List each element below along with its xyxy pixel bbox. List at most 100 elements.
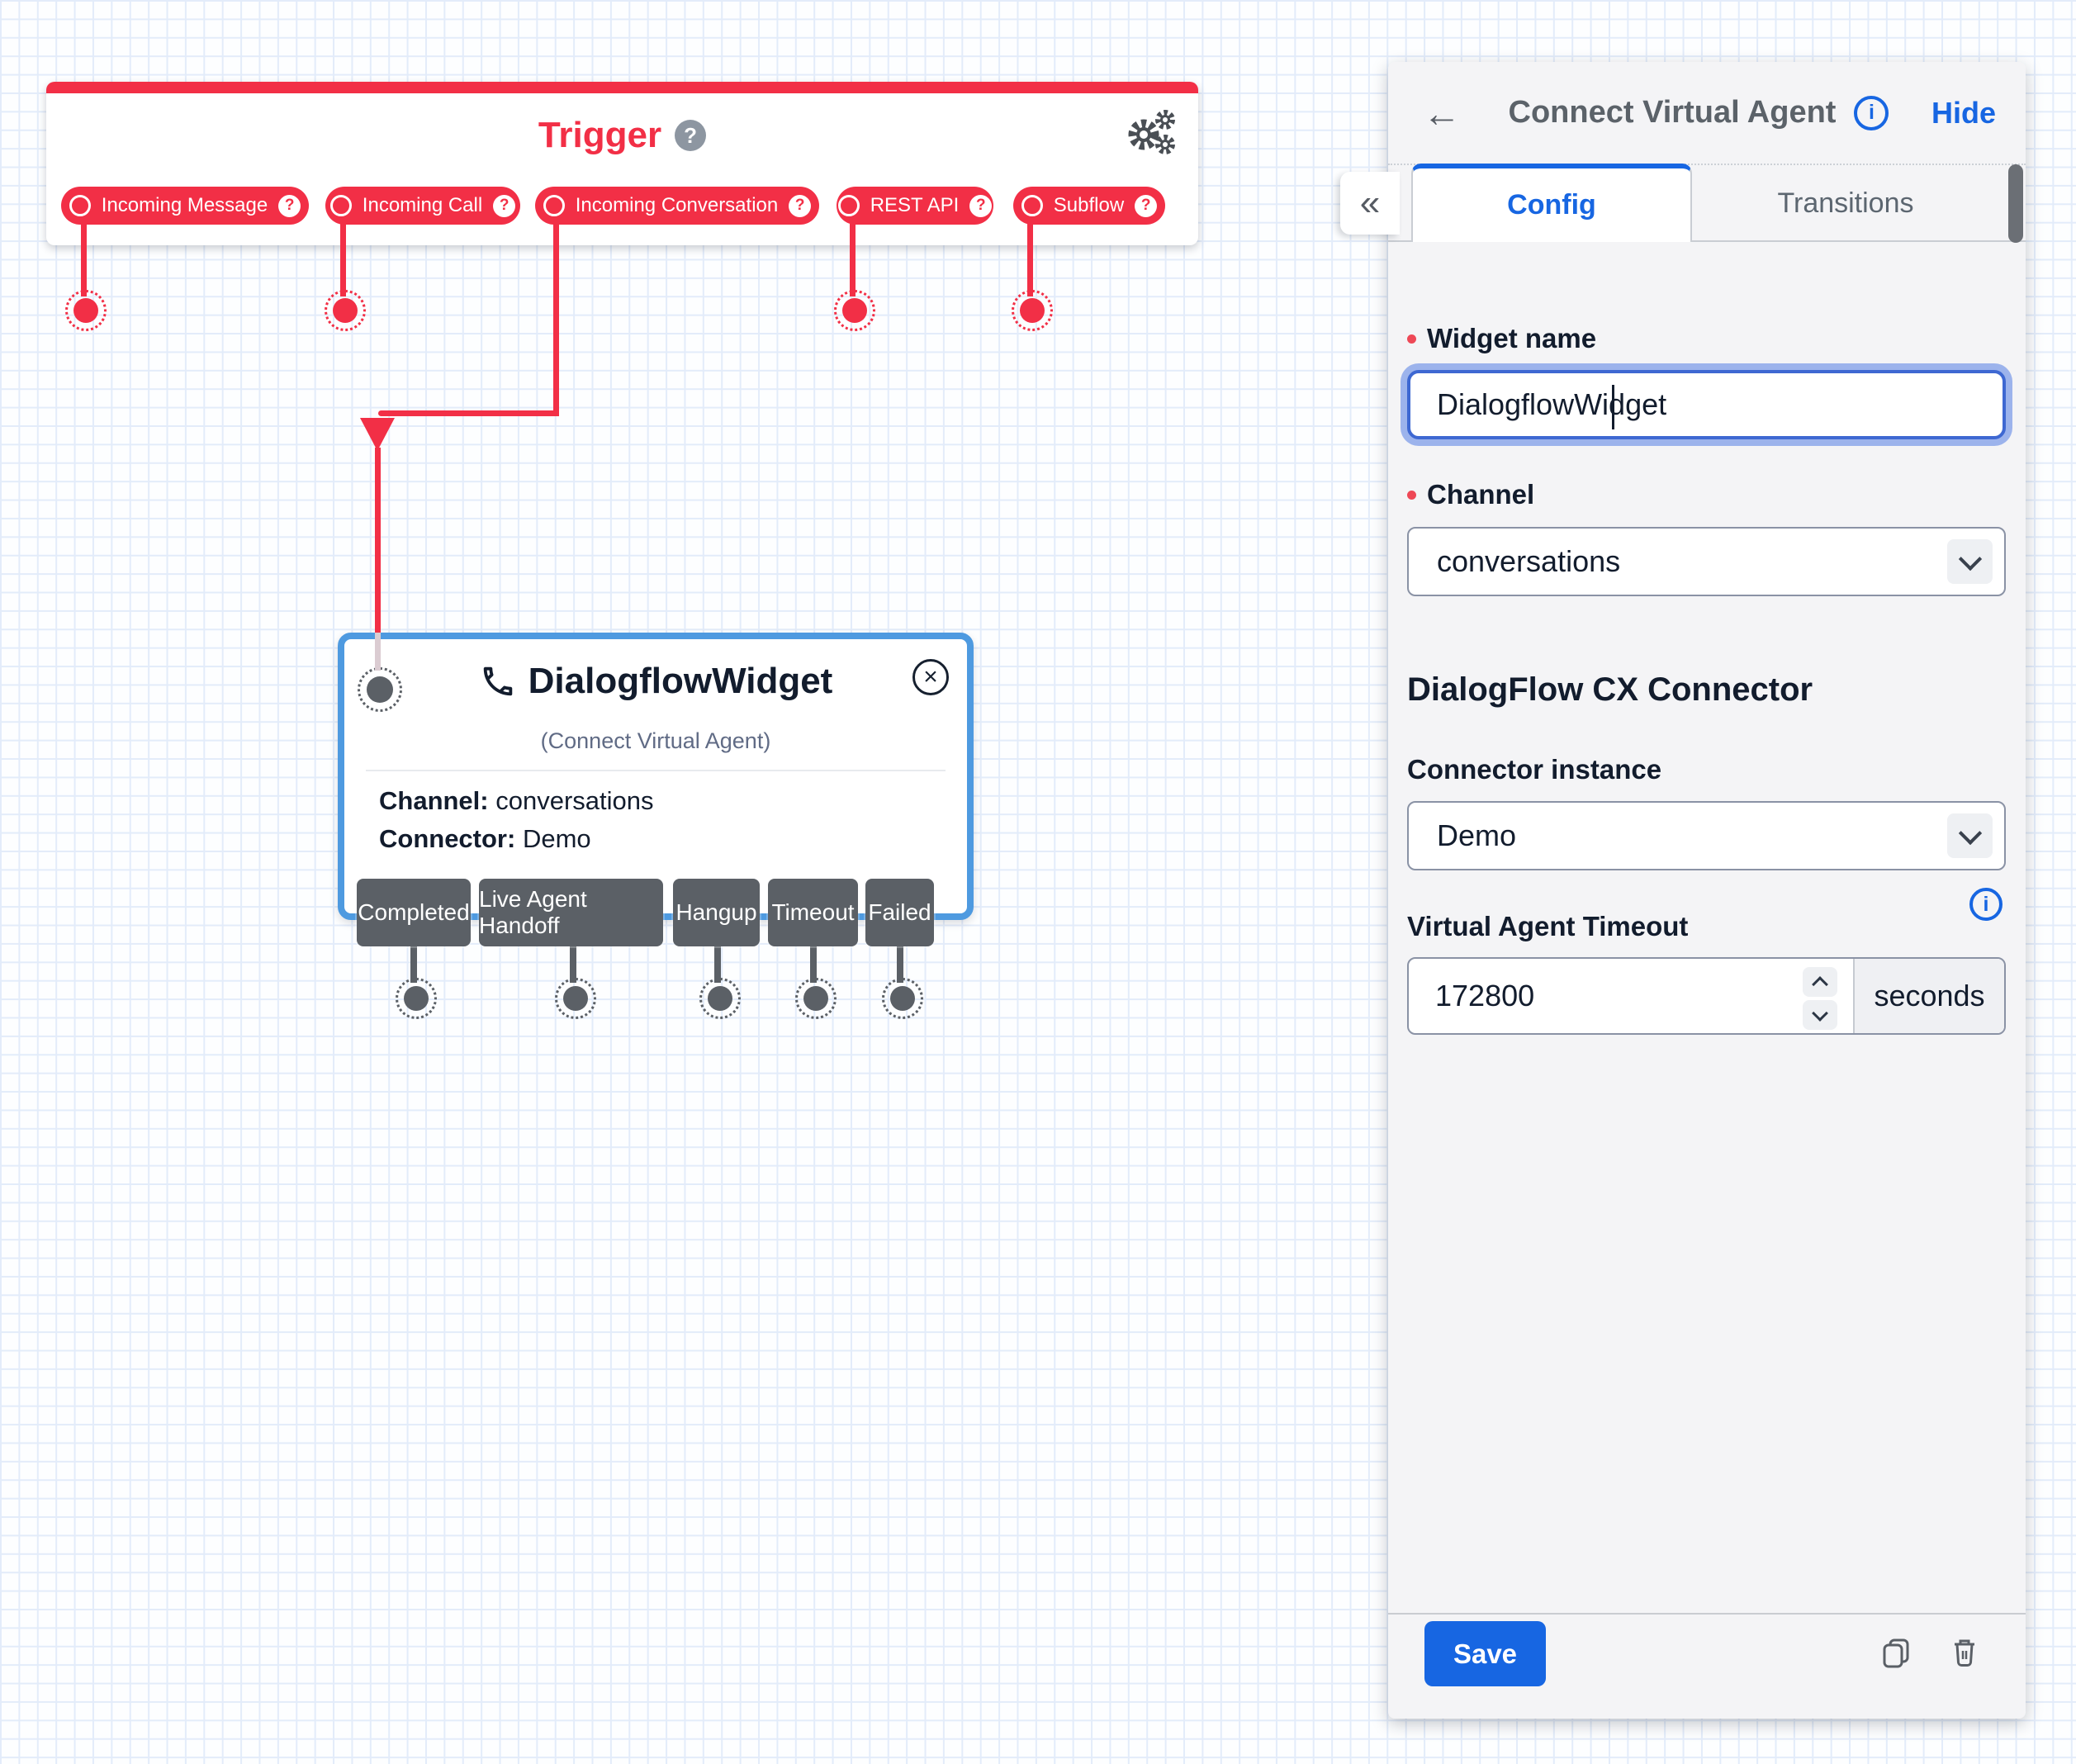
node-channel-line: Channel: conversations — [379, 786, 654, 816]
node-connector-label: Connector: — [379, 824, 516, 853]
timeout-label: Virtual Agent Timeout — [1407, 911, 1689, 941]
port-dot — [708, 986, 732, 1011]
port-dot — [404, 986, 429, 1011]
connector-stem — [714, 946, 721, 983]
trigger-pill-rest-api[interactable]: REST API ? — [837, 187, 993, 225]
output-port-timeout[interactable] — [795, 978, 837, 1019]
port-dot — [803, 986, 828, 1011]
trigger-widget[interactable]: Trigger ? Incoming Message ? Inc — [46, 82, 1198, 245]
channel-value: conversations — [1437, 544, 1621, 578]
duplicate-icon[interactable] — [1879, 1634, 1915, 1671]
node-close-icon[interactable]: × — [912, 659, 949, 695]
transition-tab-live-agent-handoff[interactable]: Live Agent Handoff — [479, 879, 663, 946]
node-title: DialogflowWidget — [528, 661, 833, 701]
trigger-pill-incoming-call[interactable]: Incoming Call ? — [325, 187, 520, 225]
connector-stem — [410, 946, 417, 983]
stepper-down-button[interactable] — [1803, 1000, 1837, 1030]
panel-title: Connect Virtual Agent — [1508, 95, 1837, 130]
connection-line-segment — [375, 448, 381, 633]
connection-line-segment — [378, 410, 559, 416]
output-port-live-agent-handoff[interactable] — [555, 978, 596, 1019]
trigger-help-icon[interactable]: ? — [675, 120, 707, 151]
radio-ring-icon — [1021, 195, 1043, 216]
port-dot — [1020, 298, 1045, 323]
connection-arrowhead-icon — [360, 418, 395, 451]
pill-label: REST API — [870, 194, 960, 216]
node-connector-value: Demo — [522, 824, 591, 853]
connector-instance-label: Connector instance — [1407, 754, 1662, 785]
timeout-input[interactable]: 172800 seconds — [1407, 957, 2006, 1035]
save-button[interactable]: Save — [1424, 1621, 1546, 1686]
output-port-incoming-message[interactable] — [65, 290, 107, 331]
delete-icon[interactable] — [1946, 1634, 1983, 1671]
chevron-down-icon[interactable] — [1947, 539, 1993, 584]
widget-name-input[interactable]: DialogflowWidget — [1407, 370, 2006, 439]
connection-line-segment — [553, 224, 559, 416]
output-port-rest-api[interactable] — [834, 290, 875, 331]
chevron-down-icon[interactable] — [1947, 813, 1993, 858]
hide-link[interactable]: Hide — [1931, 95, 1996, 130]
connector-stem — [81, 224, 87, 296]
port-dot — [890, 986, 915, 1011]
pill-help-icon[interactable]: ? — [1135, 194, 1158, 217]
collapse-panel-button[interactable]: « — [1340, 172, 1400, 235]
transition-tab-hangup[interactable]: Hangup — [673, 879, 760, 946]
transition-tab-timeout[interactable]: Timeout — [768, 879, 858, 946]
port-dot — [563, 986, 588, 1011]
panel-title-row: Connect Virtual Agent i — [1487, 62, 1910, 164]
node-divider — [366, 770, 946, 771]
panel-tab-row: Config Transitions — [1388, 164, 2026, 242]
info-icon[interactable]: i — [1854, 95, 1889, 130]
widget-name-value: DialogflowWidget — [1437, 387, 1667, 421]
connector-stem — [850, 224, 856, 296]
tab-config[interactable]: Config — [1411, 164, 1692, 242]
connector-instance-value: Demo — [1437, 818, 1517, 852]
node-title-row: DialogflowWidget — [344, 661, 967, 702]
connector-stem — [1027, 224, 1033, 296]
trigger-title-row: Trigger ? — [46, 115, 1198, 156]
tab-transitions[interactable]: Transitions — [1777, 187, 1914, 219]
connector-instance-select[interactable]: Demo — [1407, 801, 2006, 870]
port-dot — [367, 676, 393, 703]
connector-stem — [897, 946, 903, 983]
output-port-subflow[interactable] — [1012, 290, 1053, 331]
connector-stem — [340, 224, 346, 296]
output-port-completed[interactable] — [396, 978, 437, 1019]
pill-label: Subflow — [1053, 194, 1125, 216]
channel-select[interactable]: conversations — [1407, 527, 2006, 596]
stepper-up-button[interactable] — [1803, 967, 1837, 997]
radio-ring-icon — [837, 195, 860, 216]
pill-label: Incoming Call — [362, 194, 483, 216]
widget-name-label: Widget name — [1406, 323, 1597, 353]
footer-divider — [1388, 1613, 2026, 1615]
trigger-pill-incoming-conversation[interactable]: Incoming Conversation ? — [535, 187, 819, 225]
radio-ring-icon — [543, 195, 565, 216]
output-port-failed[interactable] — [882, 978, 923, 1019]
trigger-pill-subflow[interactable]: Subflow ? — [1013, 187, 1165, 225]
section-heading: DialogFlow CX Connector — [1407, 671, 1813, 708]
transition-tab-completed[interactable]: Completed — [357, 879, 471, 946]
transition-tab-failed[interactable]: Failed — [865, 879, 934, 946]
node-channel-value: conversations — [495, 786, 654, 815]
timeout-info-icon[interactable]: i — [1969, 888, 2003, 921]
port-dot — [333, 298, 358, 323]
pill-label: Incoming Conversation — [575, 194, 779, 216]
radio-ring-icon — [69, 195, 91, 216]
port-dot — [73, 298, 98, 323]
pill-help-icon[interactable]: ? — [493, 194, 516, 217]
output-port-hangup[interactable] — [699, 978, 741, 1019]
settings-gear-icon[interactable] — [1124, 105, 1178, 164]
dialogflow-widget-node[interactable]: DialogflowWidget × (Connect Virtual Agen… — [338, 633, 974, 920]
node-connector-line: Connector: Demo — [379, 824, 591, 854]
pill-help-icon[interactable]: ? — [969, 194, 993, 217]
panel-header: ← Connect Virtual Agent i Hide — [1388, 62, 2026, 164]
trigger-widget-header-bar — [46, 82, 1198, 93]
pill-help-icon[interactable]: ? — [789, 194, 812, 217]
trigger-pill-incoming-message[interactable]: Incoming Message ? — [61, 187, 309, 225]
output-port-incoming-call[interactable] — [325, 290, 366, 331]
scrollbar-thumb[interactable] — [2008, 164, 2023, 243]
radio-ring-icon — [329, 195, 352, 216]
config-panel: ← Connect Virtual Agent i Hide Config Tr… — [1340, 62, 2026, 1719]
back-arrow-icon[interactable]: ← — [1423, 91, 1461, 135]
pill-help-icon[interactable]: ? — [278, 194, 301, 217]
